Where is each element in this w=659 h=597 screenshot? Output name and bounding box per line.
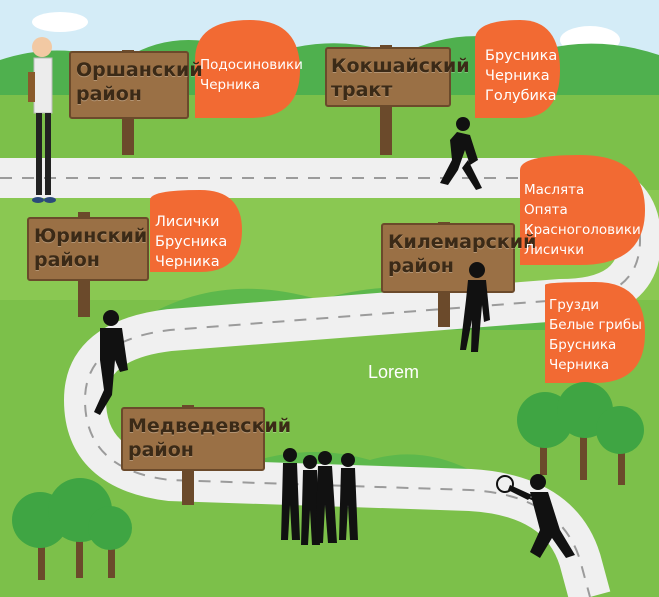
butterfly-net [496, 475, 535, 501]
runner-silhouette [440, 117, 482, 190]
bubble-5 [545, 282, 645, 383]
butterfly-catcher-silhouette [508, 474, 575, 558]
sign-label-kokshaysky: Кокшайский тракт [331, 55, 470, 101]
lorem-watermark: Lorem [368, 362, 420, 382]
sign-kokshaysky [325, 45, 451, 155]
sign-medvedevsky [121, 405, 265, 505]
bubble-text-orshansky: Подосиновики Черника [200, 57, 303, 93]
bubble-1 [195, 20, 300, 118]
bubble-text-extra: Грузди Белые грибы Брусника Черника [549, 297, 642, 373]
bubble-4 [520, 155, 645, 265]
group-silhouettes [281, 448, 358, 545]
sign-label-medvedevsky: Медведевский район [128, 415, 292, 461]
tree-cluster-right [517, 382, 644, 485]
bubble-text-kokshaysky: Брусника Черника Голубика [485, 48, 558, 104]
bubble-text-kilemarsky: Маслята Опята Красноголовики Лисички [524, 182, 641, 258]
bubble-3 [150, 190, 242, 272]
sign-yurinsky [27, 212, 149, 317]
sign-label-orshansky: Оршанский район [76, 59, 203, 105]
sign-orshansky [69, 50, 189, 155]
walker-silhouette-2 [94, 310, 128, 415]
hiker-figure [28, 37, 56, 203]
sign-label-yurinsky: Юринский район [34, 225, 148, 271]
tree-cluster-left [12, 478, 132, 580]
sign-label-kilemarsky: Килемарский район [388, 231, 537, 277]
walker-silhouette-1 [460, 262, 490, 352]
cloud [32, 12, 88, 32]
bubble-2 [475, 20, 560, 118]
bubble-text-yurinsky: Лисички Брусника Черника [155, 214, 228, 270]
